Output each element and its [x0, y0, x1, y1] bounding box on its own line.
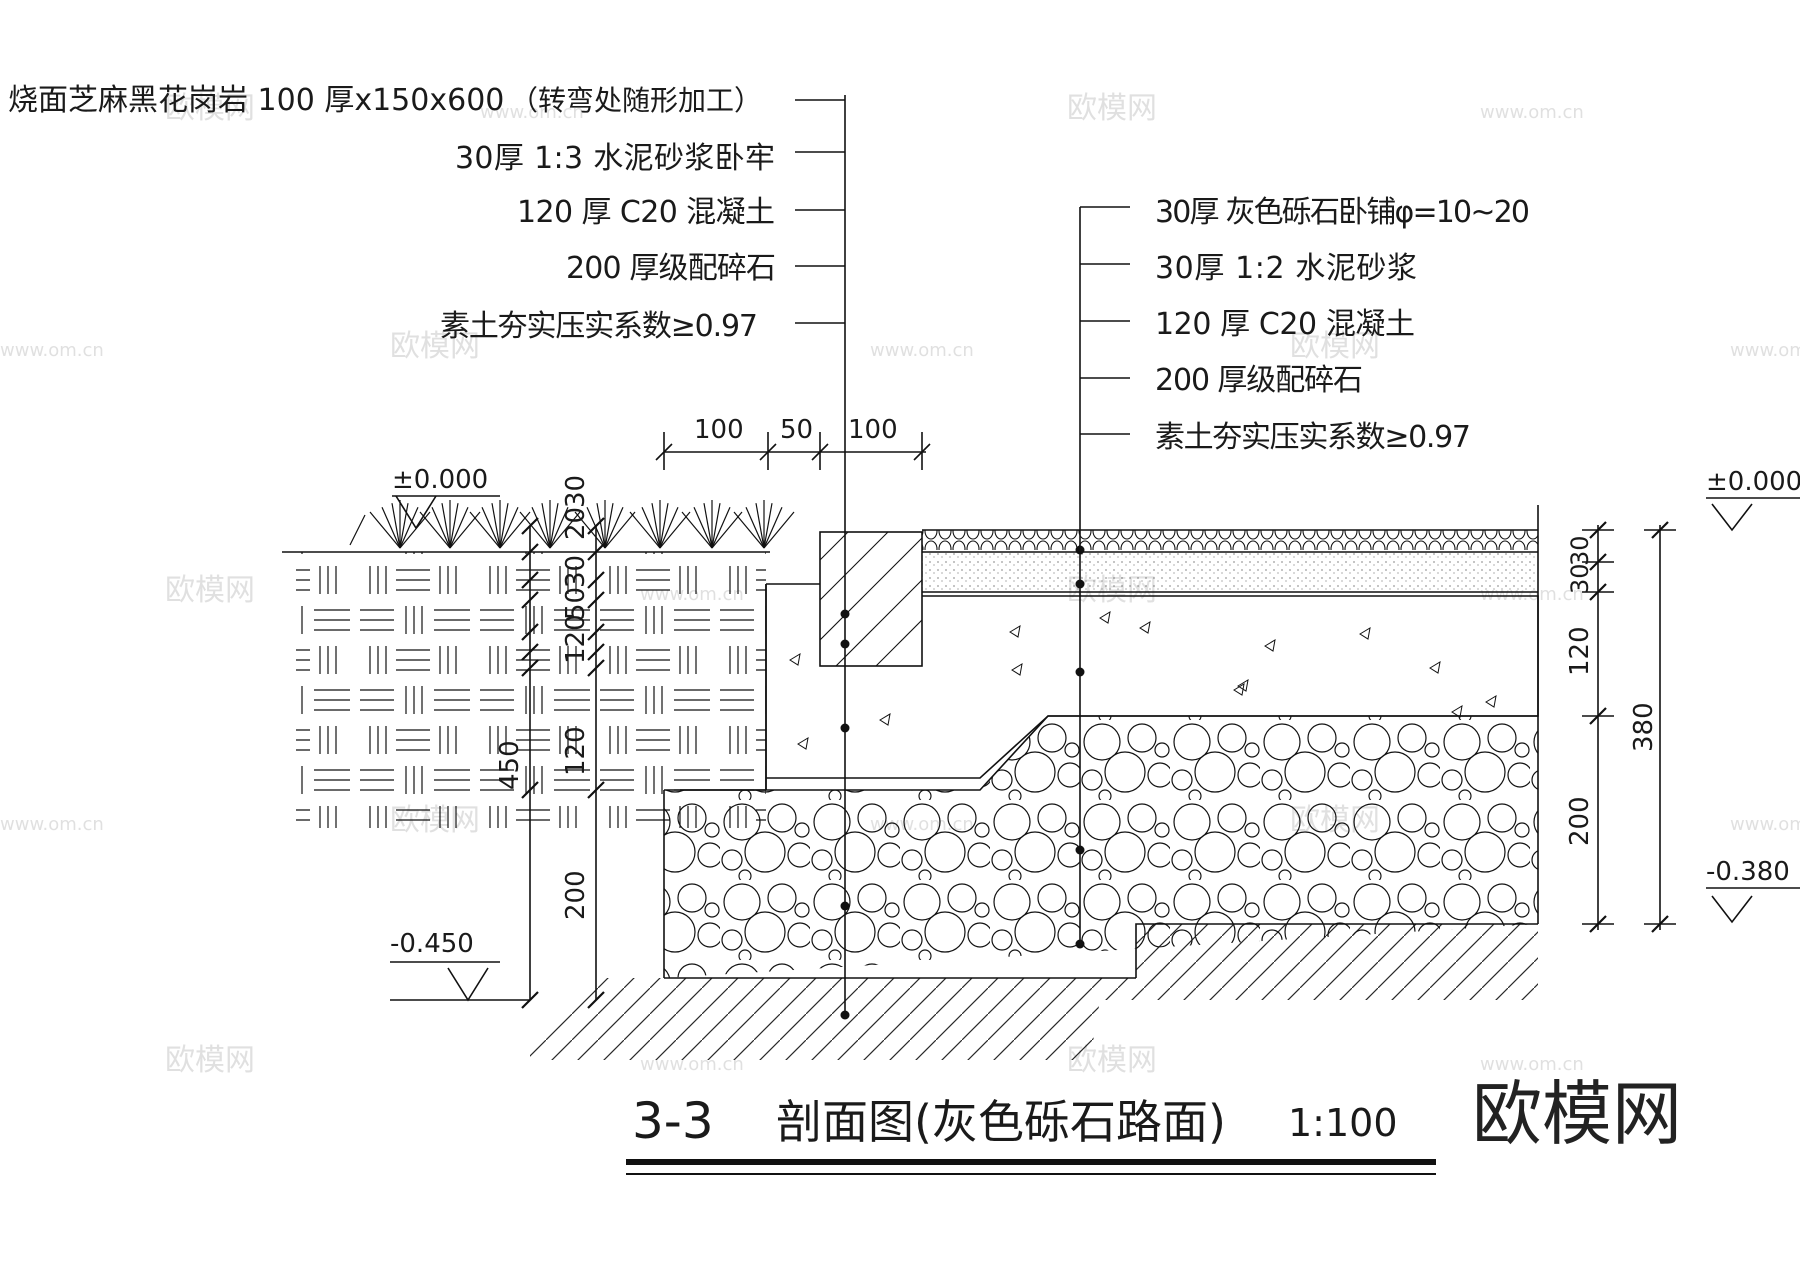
watermark-url: www.om.cn	[1730, 340, 1800, 361]
grass-tufts	[349, 500, 795, 549]
dim-v-50a: 50	[561, 587, 591, 620]
grass-tuft	[681, 500, 743, 549]
svg-text:±0.000: ±0.000	[392, 465, 488, 495]
dim-v-450: 450	[495, 740, 525, 790]
dim-curb-left: 100	[694, 415, 744, 445]
grass-tuft	[574, 500, 636, 549]
right-label-soil: 素土夯实压实系数≥0.97	[1155, 420, 1471, 455]
grass-tuft	[629, 500, 691, 549]
elevation-right-top: ±0.000	[1706, 467, 1800, 532]
grass-tuft	[733, 500, 795, 549]
title-scale: 1:100	[1288, 1101, 1398, 1145]
dim-r-380: 380	[1629, 702, 1659, 752]
left-label-concrete: 120 厚 C20 混凝土	[517, 195, 775, 230]
title-name: 剖面图(灰色砾石路面)	[776, 1095, 1226, 1149]
watermark-url: www.om.cn	[870, 340, 974, 361]
dim-r-30a: 30	[1566, 535, 1594, 566]
watermark-logo: 欧模网	[165, 91, 255, 126]
elevation-left-bottom: -0.450	[390, 929, 530, 1002]
drawing-title: 3-3 剖面图(灰色砾石路面) 1:100	[626, 1092, 1436, 1175]
elevation-right-bottom: -0.380	[1706, 857, 1800, 924]
grass-tuft	[469, 500, 531, 549]
elevation-left-top: ±0.000	[392, 465, 500, 530]
right-label-gravel: 200 厚级配碎石	[1155, 363, 1363, 398]
left-soil-block	[282, 551, 770, 828]
right-leader	[1075, 206, 1130, 949]
right-label-pebble: 30厚 灰色砾石卧铺φ=10~20	[1155, 195, 1530, 230]
dim-v-120b: 120	[561, 614, 591, 664]
right-label-mortar: 30厚 1:2 水泥砂浆	[1155, 251, 1417, 286]
watermark-url: www.om.cn	[0, 814, 104, 835]
right-label-concrete: 120 厚 C20 混凝土	[1155, 307, 1415, 342]
dim-v-200: 200	[561, 870, 591, 920]
dim-r-120: 120	[1565, 626, 1595, 676]
right-callout: 30厚 灰色砾石卧铺φ=10~20 30厚 1:2 水泥砂浆 120 厚 C20…	[1155, 195, 1530, 455]
top-dimension: 100 50 100	[655, 415, 931, 470]
left-vertical-dims: 450 120 120 50 30 20 30 200	[495, 475, 605, 1009]
watermark-logo: 欧模网	[1067, 91, 1157, 126]
watermark-url: www.om.cn	[1480, 1054, 1584, 1075]
concrete-layer	[765, 583, 1539, 790]
watermark-url: www.om.cn	[1730, 814, 1800, 835]
dim-r-200: 200	[1565, 796, 1595, 846]
title-number: 3-3	[632, 1092, 714, 1150]
right-vertical-dims: 30 30 120 200 380	[1565, 521, 1676, 933]
left-label-gravel: 200 厚级配碎石	[566, 251, 776, 286]
left-label-mortar: 30厚 1:3 水泥砂浆卧牢	[455, 141, 775, 176]
watermark-logo: 欧模网	[1290, 329, 1380, 364]
watermark-url: www.om.cn	[480, 102, 584, 123]
road-surface	[922, 505, 1539, 716]
watermark-logo: 欧模网	[165, 573, 255, 608]
brand-logo: 欧模网	[1472, 1073, 1682, 1155]
left-label-granite: 烧面芝麻黑花岗岩 100 厚x150x600	[8, 83, 504, 118]
dim-r-30b: 30	[1566, 563, 1594, 594]
grass-tuft	[419, 500, 481, 549]
curb-stone	[819, 531, 923, 667]
svg-text:-0.380: -0.380	[1706, 857, 1790, 887]
left-callout: 烧面芝麻黑花岗岩 100 厚x150x600 （转弯处随形加工） 30厚 1:3…	[8, 83, 776, 344]
watermark-url: www.om.cn	[0, 340, 104, 361]
watermark-logo: 欧模网	[390, 329, 480, 364]
watermark-logo: 欧模网	[165, 1043, 255, 1078]
dim-curb-right: 100	[848, 415, 898, 445]
ground-hatch	[530, 924, 1538, 1060]
dim-v-30a: 30	[561, 555, 591, 588]
svg-text:±0.000: ±0.000	[1706, 467, 1800, 497]
left-leader	[795, 95, 850, 1020]
svg-text:-0.450: -0.450	[390, 929, 474, 959]
watermark-url: www.om.cn	[1480, 102, 1584, 123]
grass-tuft	[519, 500, 581, 549]
grass-tuft	[369, 500, 431, 549]
dim-v-30b: 30	[561, 475, 591, 508]
left-label-note: （转弯处随形加工）	[510, 84, 762, 117]
dim-v-20: 20	[561, 507, 591, 540]
left-label-soil: 素土夯实压实系数≥0.97	[440, 309, 758, 344]
dim-v-120a: 120	[561, 726, 591, 776]
dim-gap: 50	[780, 415, 813, 445]
